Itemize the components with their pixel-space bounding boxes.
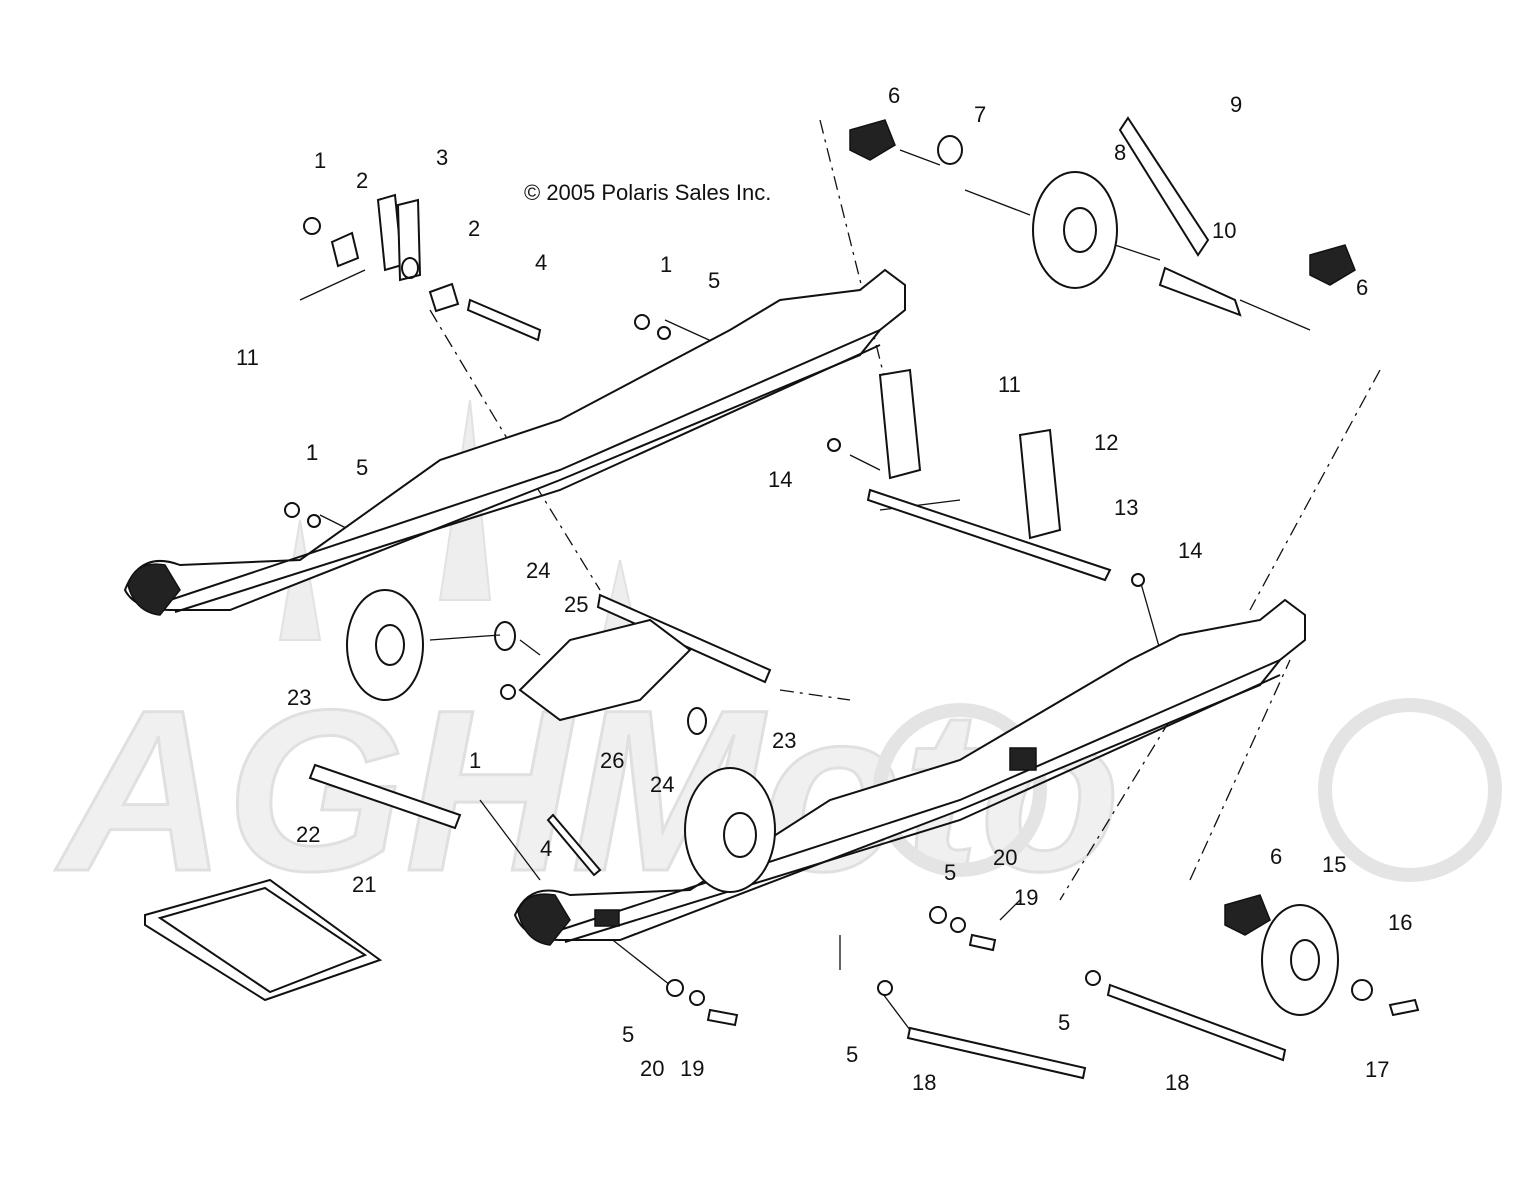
- callout-23: 23: [772, 728, 796, 753]
- callout-19: 19: [680, 1056, 704, 1081]
- callout-7: 7: [974, 102, 986, 127]
- callout-9: 9: [1230, 92, 1242, 117]
- callout-24: 24: [650, 772, 674, 797]
- callout-4: 4: [535, 250, 547, 275]
- callout-5: 5: [944, 860, 956, 885]
- small-parts: [144, 119, 1420, 1027]
- callout-20: 20: [640, 1056, 664, 1081]
- callout-16: 16: [1388, 910, 1412, 935]
- callout-5: 5: [846, 1042, 858, 1067]
- callout-11: 11: [236, 345, 259, 370]
- copyright-notice: © 2005 Polaris Sales Inc.: [524, 180, 772, 205]
- callout-6: 6: [1356, 275, 1368, 300]
- callout-20: 20: [993, 845, 1017, 870]
- callout-19: 19: [1014, 885, 1038, 910]
- callout-11: 11: [998, 372, 1021, 397]
- upper-rail: [123, 268, 906, 616]
- callout-3: 3: [436, 145, 448, 170]
- callout-1: 1: [469, 748, 481, 773]
- callout-1: 1: [660, 252, 672, 277]
- callout-5: 5: [622, 1022, 634, 1047]
- callout-1: 1: [306, 440, 318, 465]
- callout-1: 1: [306, 440, 318, 465]
- callout-25: 25: [564, 592, 588, 617]
- callout-23: 23: [287, 685, 311, 710]
- callout-5: 5: [1058, 1010, 1070, 1035]
- callout-2: 2: [468, 216, 480, 241]
- callout-10: 10: [1212, 218, 1236, 243]
- callout-1: 1: [314, 148, 326, 173]
- callout-22: 22: [296, 822, 320, 847]
- callout-18: 18: [912, 1070, 936, 1095]
- callouts: 1 2 3 1 2 4 1 5 11 1 5 6 7 8 9 10 6 11 1…: [236, 83, 1412, 1095]
- callout-21: 21: [352, 872, 376, 897]
- shafts: [308, 116, 1287, 1080]
- lower-rail: [513, 598, 1306, 946]
- callout-14: 14: [768, 467, 792, 492]
- callout-18: 18: [1165, 1070, 1189, 1095]
- callout-12: 12: [1094, 430, 1118, 455]
- callout-6: 6: [888, 83, 900, 108]
- callout-5: 5: [708, 268, 720, 293]
- callout-5: 5: [356, 455, 368, 480]
- callout-2: 2: [356, 168, 368, 193]
- callout-13: 13: [1114, 495, 1138, 520]
- callout-17: 17: [1365, 1057, 1389, 1082]
- callout-6: 6: [1270, 844, 1282, 869]
- callout-15: 15: [1322, 852, 1346, 877]
- callout-8: 8: [1114, 140, 1126, 165]
- callout-24: 24: [526, 558, 550, 583]
- callout-26: 26: [600, 748, 624, 773]
- callout-4: 4: [540, 836, 552, 861]
- callout-14: 14: [1178, 538, 1202, 563]
- wheels: [346, 171, 1339, 1016]
